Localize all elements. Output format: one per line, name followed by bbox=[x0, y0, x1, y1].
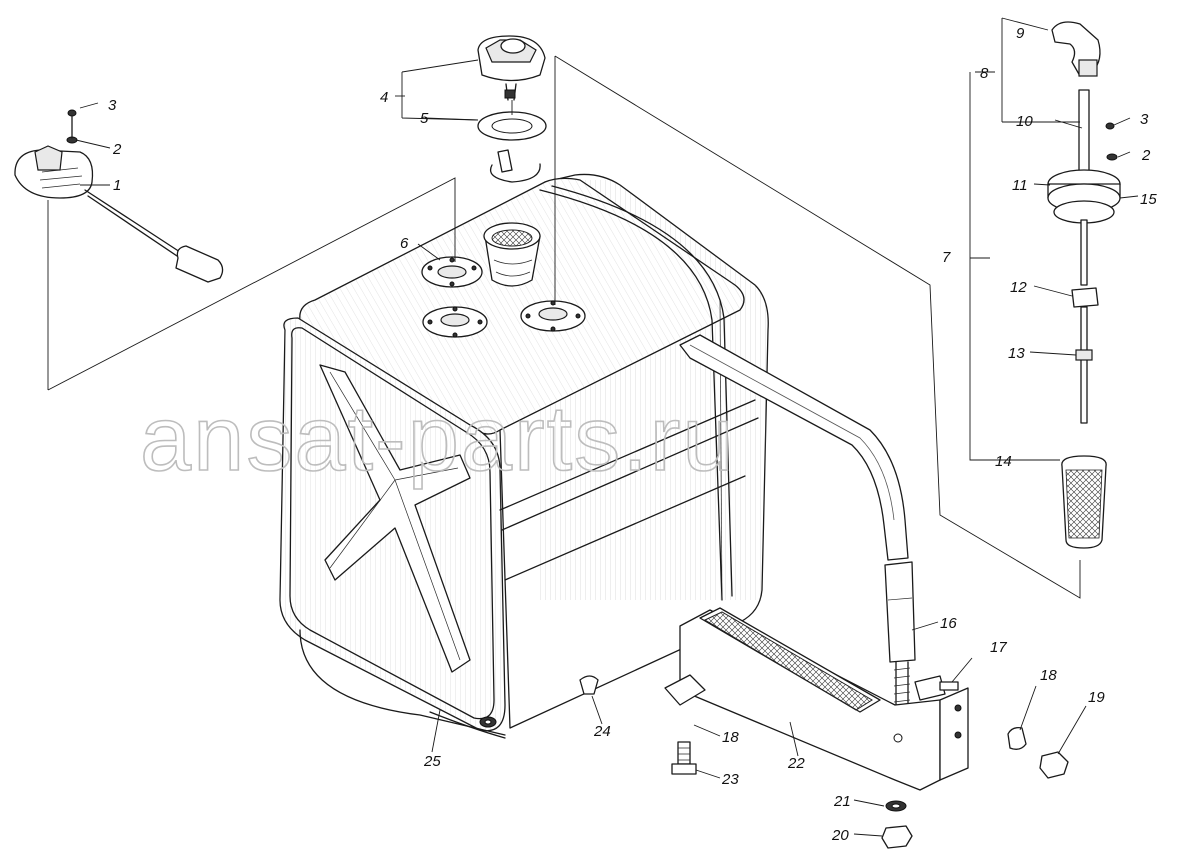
callout-23: 23 bbox=[721, 771, 739, 788]
callout-2a: 2 bbox=[112, 141, 122, 158]
callout-3b: 3 bbox=[1140, 111, 1149, 128]
callout-14: 14 bbox=[995, 453, 1012, 470]
fasteners bbox=[479, 675, 1069, 849]
sender-assembly bbox=[1047, 21, 1121, 549]
callout-8: 8 bbox=[980, 65, 989, 82]
callout-5: 5 bbox=[420, 110, 429, 127]
callout-10: 10 bbox=[1016, 113, 1033, 130]
callout-2b: 2 bbox=[1141, 147, 1151, 164]
callout-20: 20 bbox=[831, 827, 849, 844]
callout-25: 25 bbox=[423, 753, 441, 770]
lock-ring bbox=[489, 149, 541, 183]
callout-6: 6 bbox=[400, 235, 409, 252]
watermark-text: ansat-parts.ru bbox=[140, 388, 736, 490]
callout-13: 13 bbox=[1008, 345, 1025, 362]
callout-15: 15 bbox=[1140, 191, 1157, 208]
callout-16: 16 bbox=[940, 615, 957, 632]
callout-1: 1 bbox=[113, 177, 121, 194]
fuel-tank bbox=[279, 173, 769, 739]
support-bracket bbox=[664, 607, 969, 791]
callout-11: 11 bbox=[1012, 177, 1028, 194]
callout-9: 9 bbox=[1016, 25, 1025, 42]
callout-3a: 3 bbox=[108, 97, 117, 114]
callout-24: 24 bbox=[593, 723, 611, 740]
callout-22: 22 bbox=[787, 755, 805, 772]
callout-12: 12 bbox=[1010, 279, 1027, 296]
callout-17: 17 bbox=[990, 639, 1007, 656]
cap-gasket bbox=[477, 111, 547, 141]
callout-21: 21 bbox=[833, 793, 851, 810]
tank-top-flanges bbox=[421, 222, 586, 338]
filler-cap bbox=[477, 35, 546, 101]
callout-18a: 18 bbox=[1040, 667, 1057, 684]
tank-strap bbox=[679, 334, 916, 709]
callout-7: 7 bbox=[942, 249, 951, 266]
callout-4: 4 bbox=[380, 89, 388, 106]
callout-labels: 3 2 1 4 5 6 7 8 9 10 3 2 11 15 12 13 14 … bbox=[108, 25, 1157, 844]
leader-lines bbox=[47, 17, 1139, 837]
callout-18b: 18 bbox=[722, 729, 739, 746]
callout-19: 19 bbox=[1088, 689, 1105, 706]
fuel-level-sender bbox=[14, 109, 224, 283]
